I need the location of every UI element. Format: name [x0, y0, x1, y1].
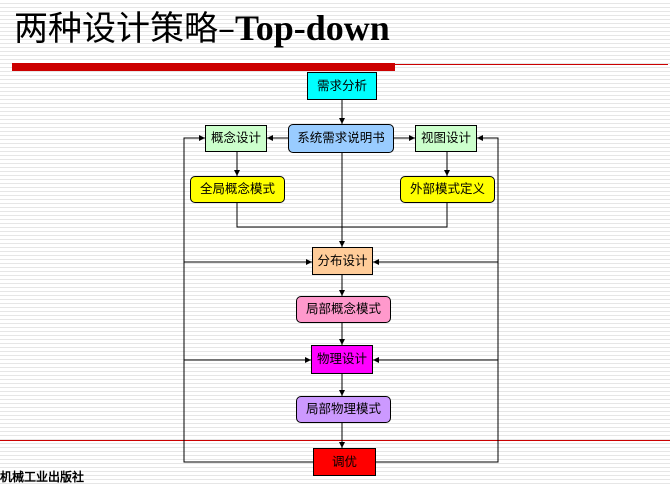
node-local-concept-model: 局部概念模式 — [296, 296, 391, 323]
node-distributed-design: 分布设计 — [312, 247, 373, 275]
node-label: 调优 — [331, 453, 357, 469]
loop-tuning-to-view-design — [376, 135, 499, 463]
node-label: 外部模式定义 — [409, 181, 485, 197]
node-global-concept-model: 全局概念模式 — [190, 176, 285, 203]
node-system-requirements-spec: 系统需求说明书 — [288, 124, 394, 153]
node-external-schema-definition: 外部模式定义 — [400, 176, 495, 203]
publisher-label: 机械工业出版社 — [0, 470, 85, 484]
node-view-design: 视图设计 — [415, 125, 477, 152]
title-english: Top-down — [235, 8, 390, 48]
node-tuning: 调优 — [313, 448, 376, 476]
node-label: 局部概念模式 — [305, 301, 381, 317]
node-concept-design: 概念设计 — [205, 125, 267, 152]
title-underline-rule — [12, 64, 668, 65]
node-label: 局部物理模式 — [305, 401, 381, 417]
title-separator: – — [218, 9, 235, 49]
title-chinese: 两种设计策略 — [14, 9, 218, 49]
node-label: 需求分析 — [316, 77, 367, 93]
loop-tuning-to-concept-design — [183, 135, 313, 463]
node-label: 分布设计 — [317, 252, 368, 268]
slide-title: 两种设计策略–Top-down — [14, 6, 390, 51]
node-requirements-analysis: 需求分析 — [307, 72, 377, 100]
node-physical-design: 物理设计 — [311, 345, 373, 374]
node-label: 全局概念模式 — [199, 181, 275, 197]
node-label: 概念设计 — [210, 130, 261, 146]
node-label: 视图设计 — [420, 130, 471, 146]
title-underline-bar — [12, 63, 395, 71]
node-label: 物理设计 — [316, 351, 367, 367]
node-label: 系统需求说明书 — [297, 130, 385, 146]
footer-rule — [0, 440, 670, 441]
node-local-physical-model: 局部物理模式 — [296, 396, 391, 423]
